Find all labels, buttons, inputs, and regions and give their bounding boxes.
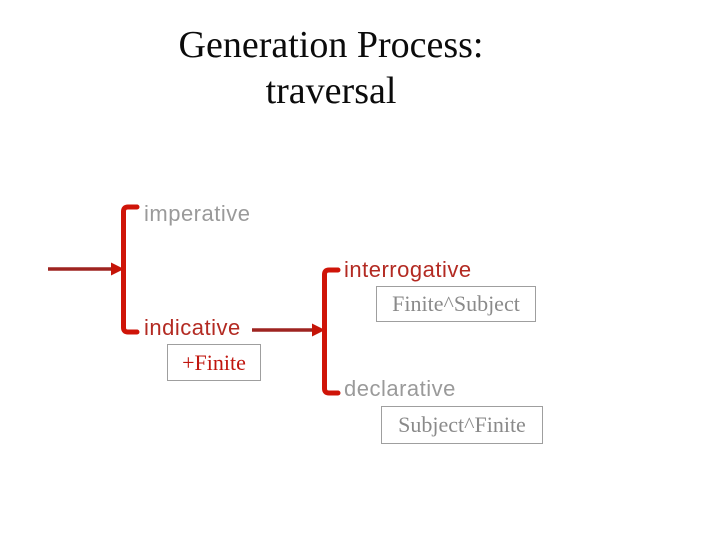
label-interrogative: interrogative — [344, 257, 472, 282]
label-indicative: indicative — [144, 315, 241, 340]
feature-box-finite-label: +Finite — [182, 349, 246, 375]
indicative-type-bracket — [322, 267, 341, 396]
label-imperative: imperative — [144, 201, 251, 226]
indicative-arrowhead-icon — [312, 323, 325, 337]
title-line-1: Generation Process: — [178, 24, 484, 66]
feature-box-subject-finite: Subject^Finite — [381, 406, 543, 444]
feature-box-subject-finite-label: Subject^Finite — [398, 412, 526, 437]
entry-arrowhead-icon — [111, 262, 124, 276]
mood-bracket — [121, 204, 140, 335]
feature-box-finite-subject: Finite^Subject — [376, 286, 536, 322]
title-line-2: traversal — [265, 70, 397, 112]
feature-box-finite-subject-label: Finite^Subject — [392, 291, 520, 316]
slide-title: Generation Process: traversal — [58, 22, 604, 114]
label-declarative: declarative — [344, 376, 456, 401]
feature-box-finite: +Finite — [167, 344, 261, 381]
